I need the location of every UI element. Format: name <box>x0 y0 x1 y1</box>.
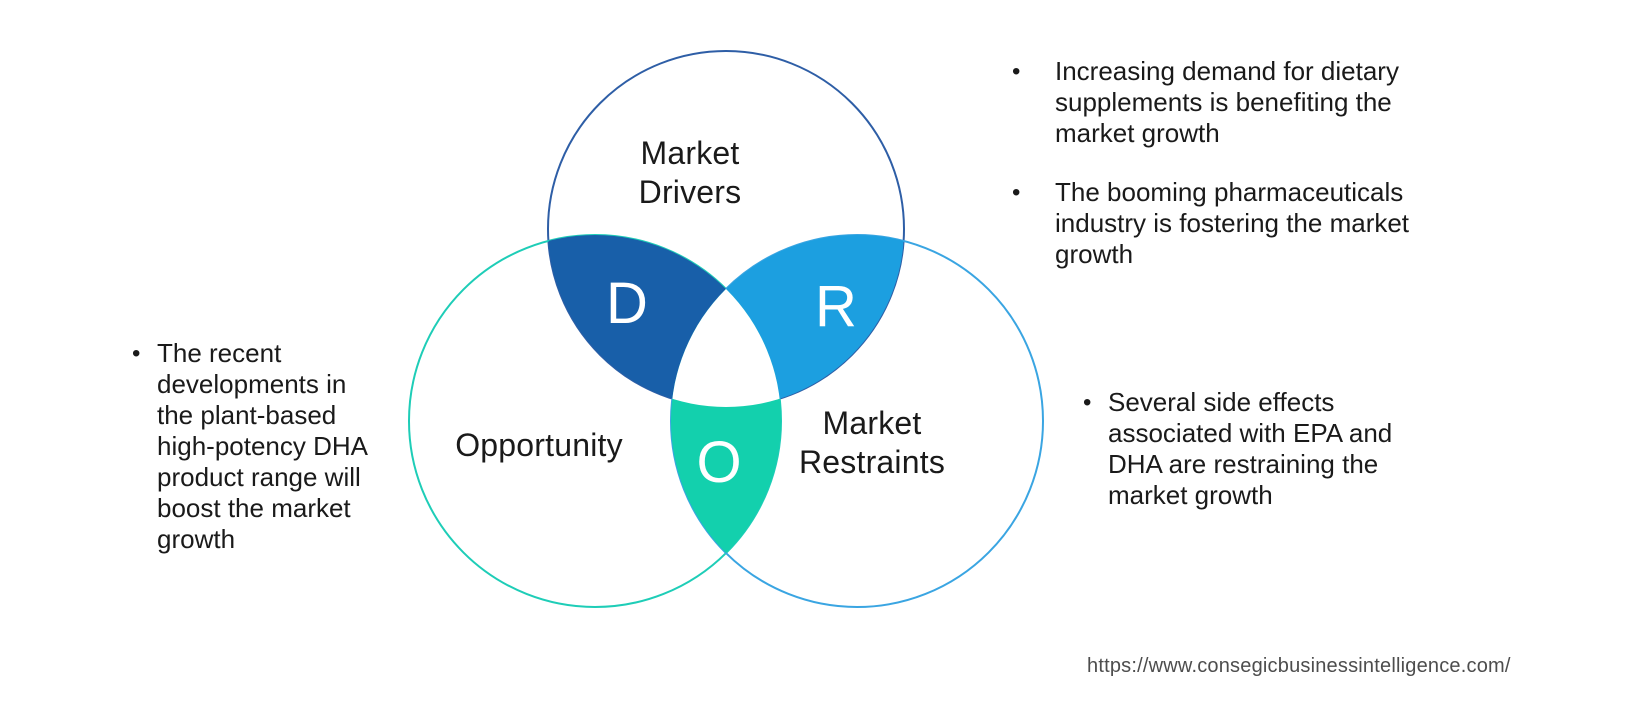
bullet-dot-icon: • <box>1012 58 1021 85</box>
bullet-item: • The recent developments in the plant-ba… <box>132 338 367 555</box>
bullet-item: • Increasing demand for dietary supplemen… <box>1012 56 1416 149</box>
bullet-text: Increasing demand for dietary supplement… <box>1055 56 1399 148</box>
bullet-list-opportunity: • The recent developments in the plant-ba… <box>132 338 367 555</box>
bullet-list-restraints: • Several side effects associated with EP… <box>1083 387 1408 511</box>
bullet-dot-icon: • <box>1012 179 1021 206</box>
bullet-text: The recent developments in the plant-bas… <box>157 338 367 554</box>
opportunity-letter: O <box>696 430 742 495</box>
bullet-item: • The booming pharmaceuticals industry is… <box>1012 177 1416 270</box>
bullet-item: • Several side effects associated with EP… <box>1083 387 1408 511</box>
footer-url: https://www.consegicbusinessintelligence… <box>1087 655 1511 677</box>
restraints-letter: R <box>815 274 857 339</box>
restraints-label: Market Restraints <box>798 405 946 480</box>
drivers-opportunity-overlap <box>548 235 781 407</box>
drivers-letter: D <box>606 271 648 336</box>
bullet-dot-icon: • <box>1083 389 1092 416</box>
bullet-dot-icon: • <box>132 340 141 367</box>
opportunity-label: Opportunity <box>455 427 623 463</box>
drivers-restraints-overlap <box>671 235 904 407</box>
bullet-text: Several side effects associated with EPA… <box>1108 387 1393 510</box>
drivers-label: Market Drivers <box>638 135 742 210</box>
bullet-list-drivers: • Increasing demand for dietary supplemen… <box>1012 56 1416 270</box>
bullet-text: The booming pharmaceuticals industry is … <box>1055 177 1410 269</box>
